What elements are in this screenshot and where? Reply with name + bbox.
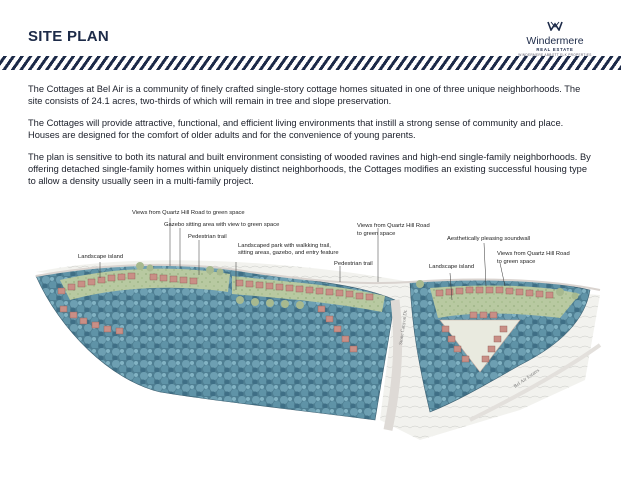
diagonal-stripe-divider — [0, 56, 621, 70]
page-header: SITE PLAN Windermere REAL ESTATE WINDERM… — [0, 0, 621, 58]
intro-paragraph: The Cottages will provide attractive, fu… — [28, 118, 564, 140]
callout-views-quartz-3-line1: Views from Quartz Hill Road — [497, 251, 570, 257]
logo-sub: REAL ESTATE — [536, 47, 574, 52]
callout-pedestrian-trail-2: Pedestrian trail — [334, 261, 373, 267]
page-title: SITE PLAN — [28, 28, 110, 45]
callout-views-quartz-1: Views from Quartz Hill Road to green spa… — [132, 210, 245, 216]
bel-air-estates-road — [469, 343, 602, 422]
logo-name: Windermere — [526, 35, 584, 47]
callout-pedestrian-trail-1: Pedestrian trail — [188, 234, 227, 240]
callout-leaders — [99, 218, 506, 301]
callout-views-quartz-3-line2: to green space — [497, 259, 535, 265]
intro-text: The Cottages at Bel Air is a community o… — [28, 84, 596, 198]
callout-views-quartz-2-line2: to green space — [357, 231, 395, 237]
callout-landscape-island-1: Landscape island — [78, 254, 123, 260]
windermere-w-icon — [547, 21, 563, 32]
callout-landscaped-park-line1: Landscaped park with walkking trail, — [238, 243, 331, 249]
intro-paragraph: The plan is sensitive to both its natura… — [28, 152, 591, 186]
callout-views-quartz-2-line1: Views from Quartz Hill Road — [357, 223, 430, 229]
road-label-stone-canyon: Stone Canyon Dr. — [399, 309, 409, 345]
site-plan-illustration: Views from Quartz Hill Road to green spa… — [35, 210, 602, 440]
callout-gazebo: Gazebo sitting area with view to green s… — [164, 222, 279, 228]
callout-landscape-island-2: Landscape island — [429, 264, 474, 270]
callout-landscaped-park-line2: sitting areas, gazebo, and entry feature — [238, 250, 339, 256]
west-lawn-strip — [60, 268, 230, 300]
intro-paragraph: The Cottages at Bel Air is a community o… — [28, 84, 581, 106]
windermere-logo: Windermere REAL ESTATE WINDERMERE ABBOTT… — [509, 18, 601, 58]
callout-soundwall: Aesthetically pleasing soundwall — [447, 236, 530, 242]
logo-tagline: WINDERMERE ABBOTT ELK PROPERTIES — [518, 53, 592, 57]
cottage-roofs — [57, 272, 554, 363]
ornamental-trees — [136, 262, 579, 309]
stone-canyon-road — [383, 299, 403, 431]
